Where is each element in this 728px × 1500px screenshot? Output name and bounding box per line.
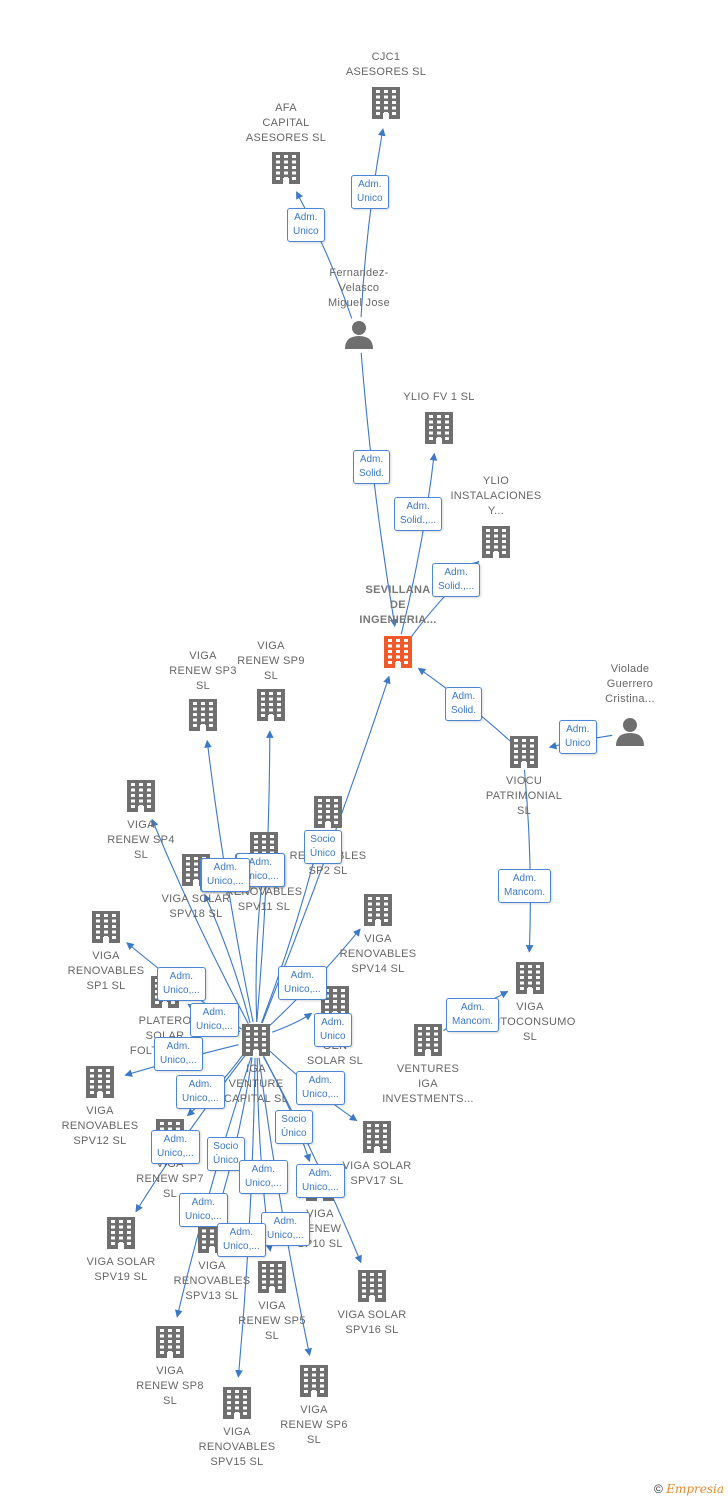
edge-label[interactable]: Adm. Unico,... <box>261 1212 310 1246</box>
building-icon[interactable] <box>257 689 285 721</box>
edge-label[interactable]: Adm. Unico <box>559 720 597 754</box>
edge-label[interactable]: Socio Único <box>275 1110 313 1144</box>
edge-fernandez-to-afa <box>295 191 353 319</box>
edge-iga_venture-to-viga_sp4 <box>151 818 249 1024</box>
edge-fernandez-to-sevillana <box>360 352 398 627</box>
edge-label[interactable]: Adm. Unico,... <box>201 858 250 892</box>
edge-iga_venture-to-viga_sp8 <box>174 1057 252 1318</box>
node-label-viga_sp6[interactable]: VIGA RENEW SP6 SL <box>280 1404 348 1446</box>
edge-label[interactable]: Adm. Unico <box>314 1013 352 1047</box>
edge-fernandez-to-cjc1 <box>360 128 386 318</box>
edge-label[interactable]: Adm. Unico,... <box>278 966 327 1000</box>
building-icon[interactable] <box>92 911 120 943</box>
node-label-viga_sp9[interactable]: VIGA RENEW SP9 SL <box>237 640 305 682</box>
node-label-ylio_fv1[interactable]: YLIO FV 1 SL <box>403 391 475 403</box>
edge-sevillana-to-ylio_fv1 <box>400 452 438 635</box>
edge-iga_venture-to-viga_spv18 <box>203 893 251 1024</box>
edge-label[interactable]: Adm. Mancom. <box>498 869 552 903</box>
node-label-ylio_inst[interactable]: YLIO INSTALACIONES Y... <box>450 475 542 517</box>
building-icon[interactable] <box>363 1121 391 1153</box>
edge-iga_venture-to-viga_spv16 <box>263 1056 362 1264</box>
edge-label[interactable]: Socio Único <box>207 1137 245 1171</box>
edge-label[interactable]: Adm. Unico,... <box>190 1003 239 1037</box>
brand-logo-text: Empresia <box>666 1482 724 1496</box>
edge-iga_venture-to-viga_sp6 <box>258 1057 312 1357</box>
edge-label[interactable]: Adm. Unico,... <box>154 1037 203 1071</box>
node-label-viga_spv16[interactable]: VIGA SOLAR SPV16 SL <box>337 1309 407 1336</box>
node-label-viga_spv12[interactable]: VIGA RENOVABLES SPV12 SL <box>61 1105 139 1147</box>
building-icon[interactable] <box>272 152 300 184</box>
building-icon[interactable] <box>425 412 453 444</box>
node-label-viga_spv15[interactable]: VIGA RENOVABLES SPV15 SL <box>198 1426 276 1468</box>
building-icon[interactable] <box>414 1024 442 1056</box>
node-label-viocu[interactable]: VIOCU PATRIMONIAL SL <box>485 775 563 817</box>
edge-label[interactable]: Adm. Unico <box>287 208 325 242</box>
edge-label[interactable]: Adm. Solid. <box>353 450 391 484</box>
node-label-viga_sp3[interactable]: VIGA RENEW SP3 SL <box>169 650 237 692</box>
node-label-cjc1[interactable]: CJC1 ASESORES SL <box>345 51 427 78</box>
node-label-sevillana[interactable]: SEVILLANA DE INGENIERIA... <box>359 584 437 626</box>
person-icon[interactable] <box>616 718 644 746</box>
building-icon[interactable] <box>127 780 155 812</box>
node-label-afa[interactable]: AFA CAPITAL ASESORES SL <box>245 102 327 144</box>
building-icon[interactable] <box>86 1066 114 1098</box>
edge-label[interactable]: Adm. Unico,... <box>157 967 206 1001</box>
node-label-viga_autoconsumo[interactable]: VIGA AUTOCONSUMO SL <box>484 1001 576 1043</box>
node-label-viga_sp5[interactable]: VIGA RENEW SP5 SL <box>238 1300 306 1342</box>
edge-label[interactable]: Adm. Solid.,... <box>432 563 481 597</box>
node-label-ventures[interactable]: VENTURES IGA INVESTMENTS... <box>382 1063 474 1105</box>
edge-label[interactable]: Adm. Unico,... <box>217 1223 266 1257</box>
building-icon[interactable] <box>189 699 217 731</box>
building-icon[interactable] <box>482 526 510 558</box>
building-icon[interactable] <box>364 894 392 926</box>
building-icon[interactable] <box>384 636 412 668</box>
edge-label[interactable]: Adm. Unico,... <box>176 1075 225 1109</box>
edge-label[interactable]: Socio Único <box>304 830 342 864</box>
node-label-viga_ren_sp1[interactable]: VIGA RENOVABLES SP1 SL <box>67 950 145 992</box>
edge-iga_venture-to-viga_gen <box>272 1012 313 1033</box>
building-icon[interactable] <box>300 1365 328 1397</box>
person-icon[interactable] <box>345 321 373 349</box>
edge-label[interactable]: Adm. Solid.,... <box>394 497 443 531</box>
node-label-viga_spv19[interactable]: VIGA SOLAR SPV19 SL <box>86 1256 156 1283</box>
node-label-viga_sp8[interactable]: VIGA RENEW SP8 SL <box>136 1365 204 1407</box>
edge-iga_venture-to-viga_spv15 <box>235 1057 256 1378</box>
edge-label[interactable]: Adm. Unico,... <box>179 1193 228 1227</box>
node-label-violade[interactable]: Violade Guerrero Cristina... <box>605 663 655 705</box>
node-label-viga_spv18[interactable]: VIGA SOLAR SPV18 SL <box>161 893 231 920</box>
building-icon[interactable] <box>358 1270 386 1302</box>
copyright-symbol: © <box>654 1482 663 1496</box>
building-icon[interactable] <box>372 87 400 119</box>
edge-label[interactable]: Adm. Unico <box>351 175 389 209</box>
node-label-viga_spv13[interactable]: VIGA RENOVABLES SPV13 SL <box>173 1260 251 1302</box>
building-icon[interactable] <box>156 1326 184 1358</box>
node-label-iga_venture[interactable]: IGA VENTURE CAPITAL SL <box>223 1063 289 1105</box>
node-label-viga_spv14[interactable]: VIGA RENOVABLES SPV14 SL <box>339 933 417 975</box>
footer-brand: © Empresia <box>654 1482 724 1496</box>
building-icon[interactable] <box>314 796 342 828</box>
building-icon[interactable] <box>223 1387 251 1419</box>
building-icon[interactable] <box>258 1261 286 1293</box>
edge-label[interactable]: Adm. Unico,... <box>296 1071 345 1105</box>
node-label-viga_spv17[interactable]: VIGA SOLAR SPV17 SL <box>342 1160 412 1187</box>
edge-label[interactable]: Adm. Solid. <box>445 687 483 721</box>
edge-iga_venture-to-viga_spv11 <box>255 873 266 1023</box>
edge-label[interactable]: Adm. Unico,... <box>151 1130 200 1164</box>
edge-label[interactable]: Adm. Unico,... <box>296 1164 345 1198</box>
node-label-viga_sp4[interactable]: VIGA RENEW SP4 SL <box>107 819 175 861</box>
building-icon[interactable] <box>516 962 544 994</box>
node-label-fernandez[interactable]: Fernandez- Velasco Miguel Jose <box>328 267 390 309</box>
building-icon[interactable] <box>242 1024 270 1056</box>
building-icon[interactable] <box>107 1217 135 1249</box>
edge-viocu-to-viga_autoconsumo <box>523 769 534 953</box>
edge-label[interactable]: Adm. Mancom. <box>446 998 500 1032</box>
edge-label[interactable]: Adm. Unico,... <box>239 1160 288 1194</box>
building-icon[interactable] <box>510 736 538 768</box>
